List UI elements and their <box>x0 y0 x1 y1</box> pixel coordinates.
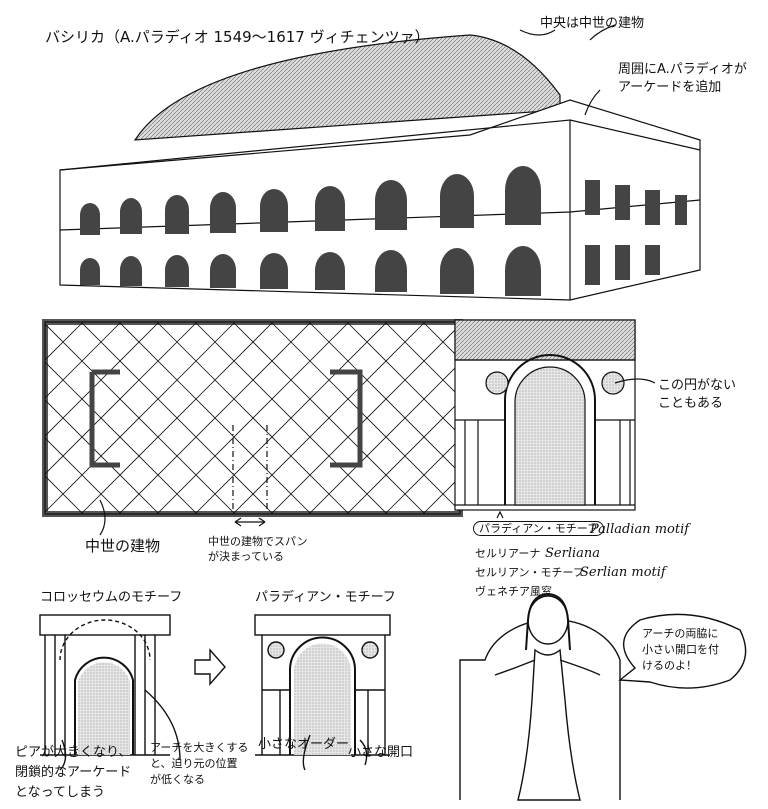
plan-vault-line <box>384 438 460 514</box>
speech-bubble <box>618 613 747 689</box>
plan-vault-line <box>194 322 388 514</box>
plan-vault-line <box>270 324 460 514</box>
note-arcade-line1: 周囲にA.パラディオが <box>618 62 747 77</box>
plan-vault-line <box>613 322 768 514</box>
plan-vault-line <box>156 322 350 514</box>
pier-note-line3: となってしまう <box>15 785 105 800</box>
plan-vault-line <box>45 322 84 361</box>
note-center-medieval: 中央は中世の建物 <box>540 16 645 31</box>
speech-line1: アーチの両脇に <box>642 627 719 640</box>
plan-vault-line <box>118 322 312 514</box>
palladian-elevation-drawing <box>454 319 656 519</box>
plan-vault-line <box>45 322 236 513</box>
floor-plan-drawing <box>42 319 768 536</box>
plan-vault-line <box>45 322 160 437</box>
venetian-window-label: ヴェネチア風窓 <box>475 585 552 598</box>
plan-vault-line <box>45 513 46 514</box>
speech-line3: けるのよ！ <box>642 659 697 672</box>
serliana-en-label: Serliana <box>545 546 601 561</box>
note-medieval-building: 中世の建物 <box>85 537 161 555</box>
plan-vault-line <box>45 475 84 514</box>
palladian-motif-title: パラディアン・モチーフ <box>255 590 396 605</box>
serlian-motif-en-label: Serlian motif <box>580 565 666 580</box>
plan-vault-line <box>45 322 198 475</box>
pier-note-line1: ピアが大きくなり、 <box>15 745 132 760</box>
plan-vault-line <box>384 322 460 398</box>
plan-vault-line <box>45 322 122 399</box>
small-order-label: 小さなオーダー <box>258 737 350 752</box>
guide-character-illustration <box>459 592 621 801</box>
arrow-right-icon <box>194 648 226 686</box>
plan-vault-line <box>232 322 426 514</box>
arch-note-line1: アーチを大きくする <box>150 741 249 754</box>
palladian-motif-jp-label: パラディアン・モチーフ <box>473 521 605 536</box>
illustration-title: バシリカ（A.パラディオ 1549〜1617 ヴィチェンツァ） <box>45 28 430 46</box>
plan-vault-line <box>651 322 768 514</box>
plan-vault-line <box>346 400 460 514</box>
pier-note-line2: 閉鎖的なアーケード <box>15 765 132 780</box>
arch-note-line3: が低くなる <box>150 773 205 786</box>
colosseum-motif-title: コロッセウムのモチーフ <box>40 590 183 605</box>
small-opening-label: 小さな開口 <box>348 745 414 760</box>
note-span-line2: が決まっている <box>208 550 285 563</box>
plan-vault-line <box>45 437 122 514</box>
plan-vault-line <box>613 322 768 514</box>
palladian-motif-sketch <box>254 614 391 771</box>
plan-vault-line <box>308 362 460 514</box>
speech-line2: 小さい開口を付 <box>642 643 719 656</box>
note-circle-line2: こともある <box>658 396 724 411</box>
basilica-building-drawing <box>59 24 701 301</box>
serlian-motif-jp-label: セルリアン・モチーフ <box>475 566 584 579</box>
palladian-motif-en-label: Palladian motif <box>590 522 690 537</box>
plan-vault-line <box>651 322 768 514</box>
colosseum-motif-sketch <box>39 614 181 771</box>
plan-vault-line <box>45 399 160 514</box>
note-span-line1: 中世の建物でスパン <box>208 535 308 548</box>
plan-vault-line <box>45 322 46 323</box>
serliana-jp-label: セルリアーナ <box>475 547 541 560</box>
note-circle-line1: この円がない <box>658 378 737 393</box>
arch-note-line2: と、迫り元の位置 <box>150 757 238 770</box>
plan-vault-line <box>80 322 274 514</box>
note-arcade-line2: アーケードを追加 <box>618 80 722 95</box>
